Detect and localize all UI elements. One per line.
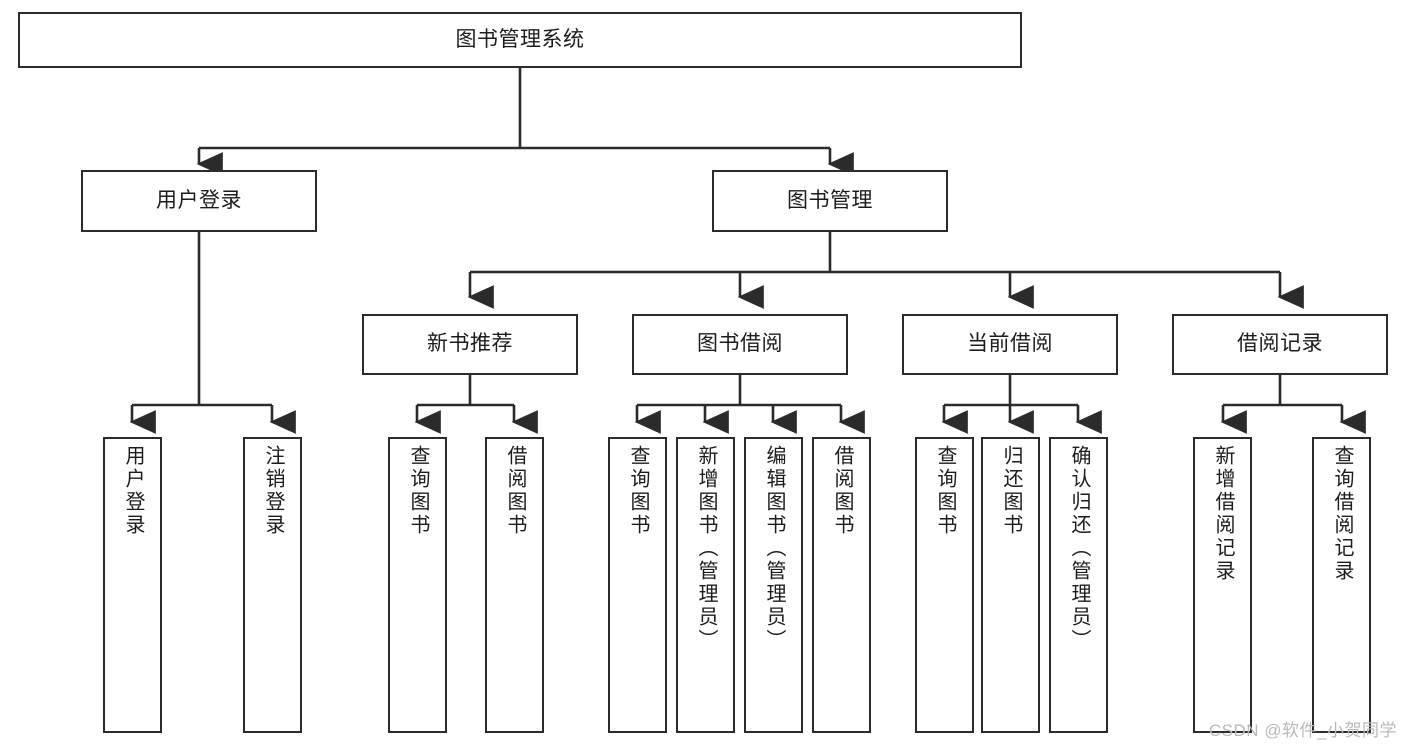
- node-current-borrow[interactable]: 当前借阅: [902, 314, 1118, 375]
- leaf-record-query-record[interactable]: 查询借阅记录: [1312, 437, 1371, 733]
- leaf-user-login-logout[interactable]: 注销登录: [243, 437, 302, 733]
- node-label: 借阅图书: [831, 445, 853, 537]
- node-label: 确认归还（管理员）: [1068, 445, 1090, 652]
- node-label: 图书借阅: [697, 332, 783, 356]
- node-label: 查询图书: [934, 445, 956, 537]
- leaf-borrow-edit-book[interactable]: 编辑图书（管理员）: [744, 437, 803, 733]
- node-label: 查询图书: [627, 445, 649, 537]
- leaf-borrow-add-book[interactable]: 新增图书（管理员）: [676, 437, 735, 733]
- node-label: 编辑图书（管理员）: [763, 445, 785, 652]
- leaf-current-return-book[interactable]: 归还图书: [981, 437, 1040, 733]
- node-book-management[interactable]: 图书管理: [712, 170, 948, 232]
- leaf-borrow-query-book[interactable]: 查询图书: [608, 437, 667, 733]
- node-label: 图书管理系统: [455, 27, 585, 51]
- node-label: 用户登录: [156, 188, 242, 212]
- node-label: 新增图书（管理员）: [695, 445, 717, 652]
- node-label: 查询图书: [407, 445, 429, 537]
- leaf-user-login-login[interactable]: 用户登录: [103, 437, 162, 733]
- node-label: 借阅图书: [504, 445, 526, 537]
- node-label: 归还图书: [1000, 445, 1022, 537]
- node-label: 用户登录: [122, 445, 144, 537]
- leaf-recommend-query-book[interactable]: 查询图书: [388, 437, 447, 733]
- node-label: 借阅记录: [1237, 332, 1323, 356]
- node-label: 当前借阅: [967, 332, 1053, 356]
- leaf-current-query-book[interactable]: 查询图书: [915, 437, 974, 733]
- node-label: 注销登录: [262, 445, 284, 537]
- node-book-borrow[interactable]: 图书借阅: [632, 314, 848, 375]
- node-user-login[interactable]: 用户登录: [81, 170, 317, 232]
- node-label: 查询借阅记录: [1331, 445, 1353, 583]
- node-label: 新书推荐: [427, 332, 513, 356]
- csdn-watermark: CSDN @软件_小贺同学: [1208, 721, 1397, 740]
- leaf-current-confirm-return[interactable]: 确认归还（管理员）: [1049, 437, 1108, 733]
- leaf-recommend-borrow-book[interactable]: 借阅图书: [485, 437, 544, 733]
- node-borrow-record[interactable]: 借阅记录: [1172, 314, 1388, 375]
- leaf-borrow-borrow-book[interactable]: 借阅图书: [812, 437, 871, 733]
- node-new-book-recommend[interactable]: 新书推荐: [362, 314, 578, 375]
- node-label: 图书管理: [787, 188, 873, 212]
- node-root-system[interactable]: 图书管理系统: [18, 12, 1022, 68]
- node-label: 新增借阅记录: [1212, 445, 1234, 583]
- leaf-record-add-record[interactable]: 新增借阅记录: [1193, 437, 1252, 733]
